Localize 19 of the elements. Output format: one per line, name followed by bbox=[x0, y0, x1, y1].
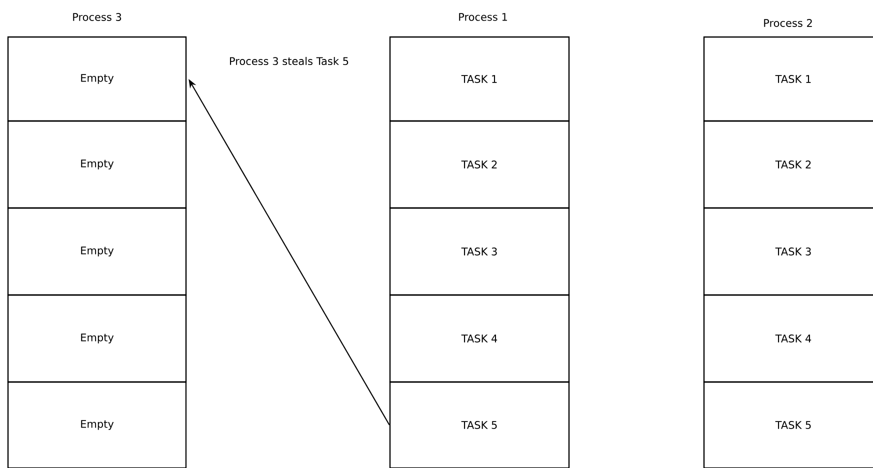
task-box: Empty bbox=[7, 36, 187, 122]
task-box: Empty bbox=[7, 381, 187, 468]
column-heading: Process 3 bbox=[73, 13, 122, 21]
task-box: TASK 1 bbox=[389, 36, 570, 122]
task-box: Empty bbox=[7, 207, 187, 296]
task-box: Empty bbox=[7, 294, 187, 383]
task-box: TASK 2 bbox=[389, 120, 570, 209]
task-box: Empty bbox=[7, 120, 187, 209]
task-box: TASK 3 bbox=[389, 207, 570, 296]
task-box: TASK 3 bbox=[703, 207, 873, 296]
task-box: TASK 2 bbox=[703, 120, 873, 209]
task-box: TASK 5 bbox=[703, 381, 873, 468]
column-heading: Process 2 bbox=[764, 19, 812, 27]
column-heading: Process 1 bbox=[459, 13, 507, 21]
task-box: TASK 5 bbox=[389, 381, 570, 468]
task-box: TASK 4 bbox=[389, 294, 570, 383]
task-box: TASK 4 bbox=[703, 294, 873, 383]
edge-label: Process 3 steals Task 5 bbox=[228, 56, 350, 66]
task-box: TASK 1 bbox=[703, 36, 873, 122]
